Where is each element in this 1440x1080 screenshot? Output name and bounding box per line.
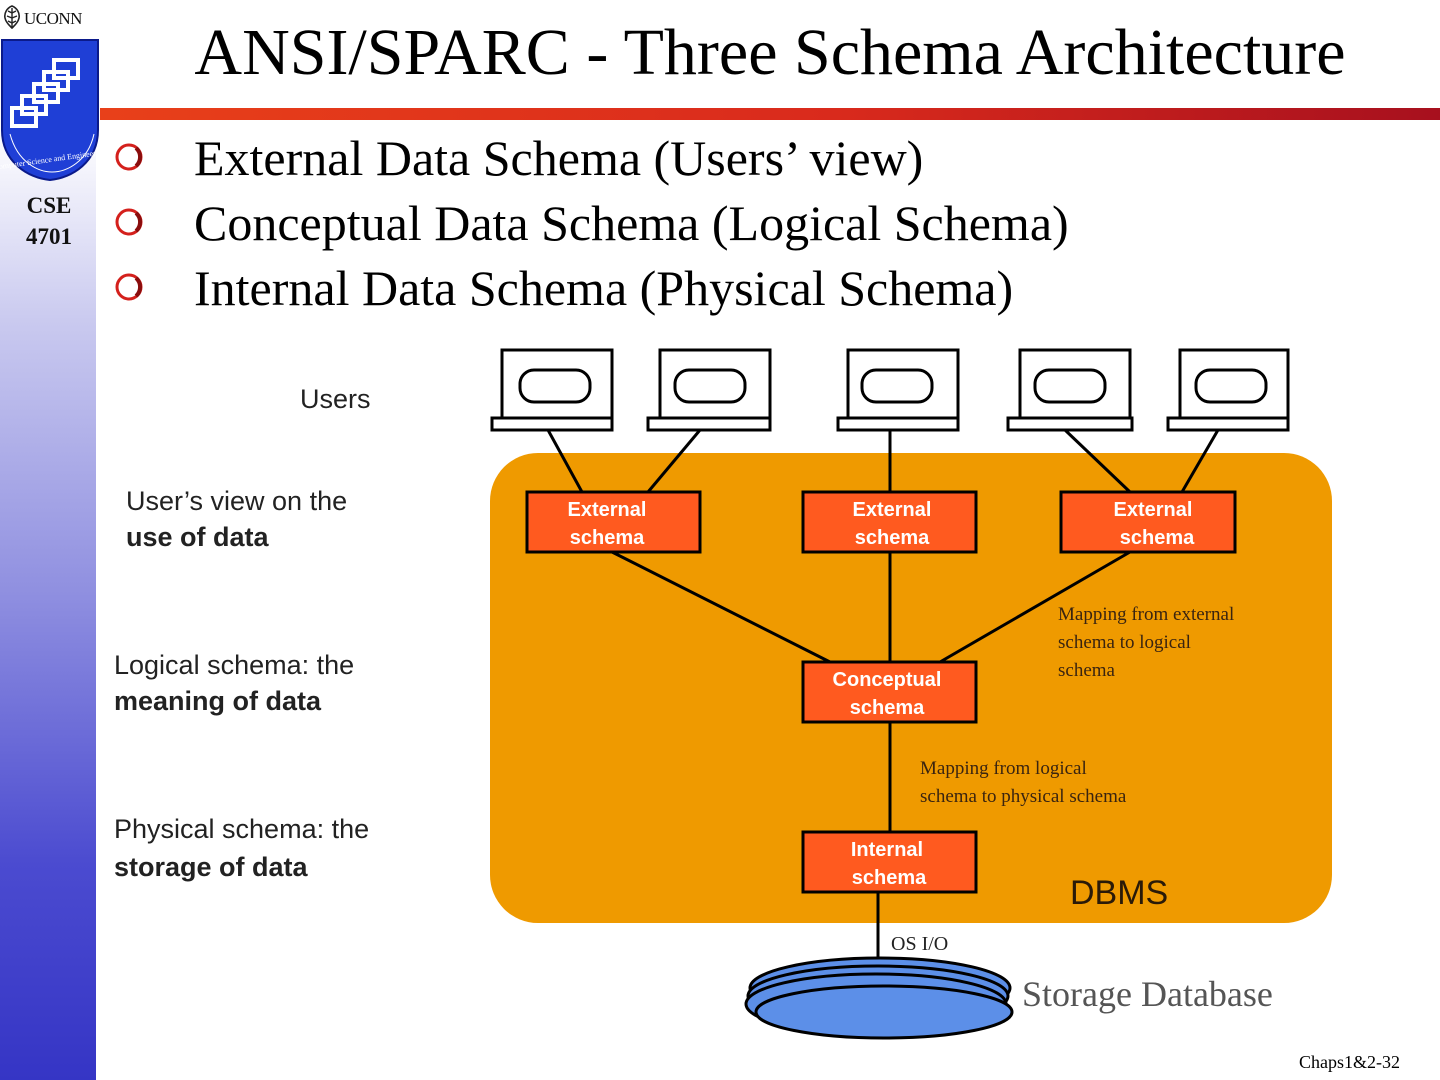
oak-leaf-icon — [4, 5, 20, 29]
conceptual-schema-box: Conceptual schema — [801, 660, 978, 724]
note-line: Mapping from logical — [920, 758, 1087, 779]
bullet-text: External Data Schema (Users’ view) — [194, 130, 924, 186]
cse-seal-logo: Computer Science and Engineering — [0, 39, 102, 182]
internal-schema-box: Internal schema — [801, 830, 978, 894]
bullet-icon — [115, 208, 143, 236]
external-view-label-bold: use of data — [126, 522, 270, 552]
box-label: Conceptual — [833, 669, 942, 691]
terminal-icon — [1166, 348, 1290, 432]
storage-database-label: Storage Database — [1022, 974, 1273, 1014]
box-label: Internal — [851, 839, 923, 861]
uconn-logo: UCONN — [2, 4, 98, 30]
storage-disk-icon — [744, 956, 1014, 1040]
slide-title: ANSI/SPARC - Three Schema Architecture — [194, 16, 1346, 89]
note-line: Mapping from external — [1058, 604, 1234, 625]
note-line: schema to physical schema — [920, 786, 1127, 807]
mapping-ext-note: Mapping from external schema to logical … — [1058, 604, 1234, 681]
note-line: schema — [1058, 660, 1116, 681]
logical-schema-label-bold: meaning of data — [114, 686, 322, 716]
bullet-icon — [115, 273, 143, 301]
box-label: schema — [852, 867, 927, 889]
box-label: External — [853, 499, 932, 521]
three-schema-diagram: External schema External schema External… — [114, 348, 1332, 1040]
sidebar: UCONN Computer Science and Engineering C… — [0, 0, 102, 1080]
box-label: External — [568, 499, 647, 521]
title-underline — [100, 108, 1440, 120]
terminal-icon — [490, 348, 614, 432]
physical-schema-label: Physical schema: the — [114, 814, 369, 844]
box-label: schema — [855, 527, 930, 549]
external-schema-box: External schema — [801, 490, 978, 554]
external-schema-box: External schema — [1059, 490, 1237, 554]
course-code: CSE — [26, 193, 72, 218]
bullet-icon — [115, 143, 143, 171]
uconn-logo-text: UCONN — [24, 9, 82, 28]
box-label: schema — [1120, 527, 1195, 549]
box-label: schema — [570, 527, 645, 549]
external-view-label: User’s view on the — [126, 486, 347, 516]
box-label: External — [1114, 499, 1193, 521]
os-io-label: OS I/O — [891, 933, 948, 955]
terminal-icon — [646, 348, 772, 432]
course-label: CSE 4701 — [0, 190, 98, 252]
dbms-label: DBMS — [1070, 874, 1168, 912]
user-terminals — [490, 348, 1290, 432]
terminal-icon — [1006, 348, 1134, 432]
box-label: schema — [850, 697, 925, 719]
connector-lines — [546, 428, 1220, 958]
physical-schema-label-bold: storage of data — [114, 852, 309, 882]
terminal-icon — [836, 348, 960, 432]
course-number: 4701 — [26, 224, 72, 249]
slide-number: Chaps1&2-32 — [1299, 1052, 1400, 1072]
left-labels: Users User’s view on the use of data Log… — [114, 384, 371, 882]
users-label: Users — [300, 384, 371, 414]
bullet-text: Internal Data Schema (Physical Schema) — [194, 260, 1014, 316]
external-schema-box: External schema — [525, 490, 702, 554]
logical-schema-label: Logical schema: the — [114, 650, 354, 680]
note-line: schema to logical — [1058, 632, 1191, 653]
bullet-text: Conceptual Data Schema (Logical Schema) — [194, 195, 1069, 251]
mapping-logical-note: Mapping from logical schema to physical … — [920, 758, 1127, 807]
